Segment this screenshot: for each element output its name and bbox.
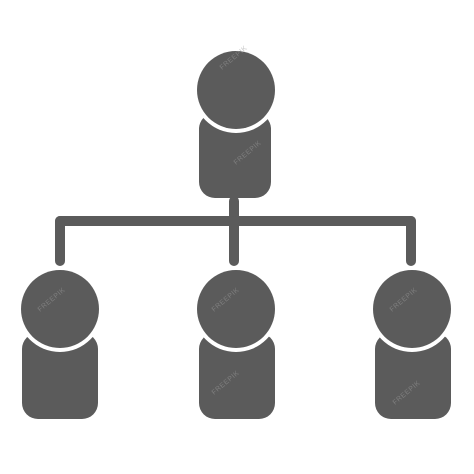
person-body bbox=[22, 333, 98, 419]
connector-drop-center bbox=[229, 216, 239, 266]
connector-drop-left bbox=[55, 216, 65, 266]
person-head bbox=[197, 270, 275, 348]
person-icon-left bbox=[17, 266, 103, 419]
person-icon-top bbox=[193, 47, 279, 198]
person-icon-center bbox=[193, 266, 279, 419]
person-icon-right bbox=[369, 266, 455, 419]
connector-drop-right bbox=[406, 216, 416, 266]
person-body bbox=[199, 113, 271, 198]
person-head bbox=[197, 51, 275, 129]
person-head bbox=[21, 270, 99, 348]
person-body bbox=[375, 333, 451, 419]
connector-lines bbox=[55, 196, 416, 266]
person-head bbox=[373, 270, 451, 348]
person-body bbox=[199, 333, 275, 419]
